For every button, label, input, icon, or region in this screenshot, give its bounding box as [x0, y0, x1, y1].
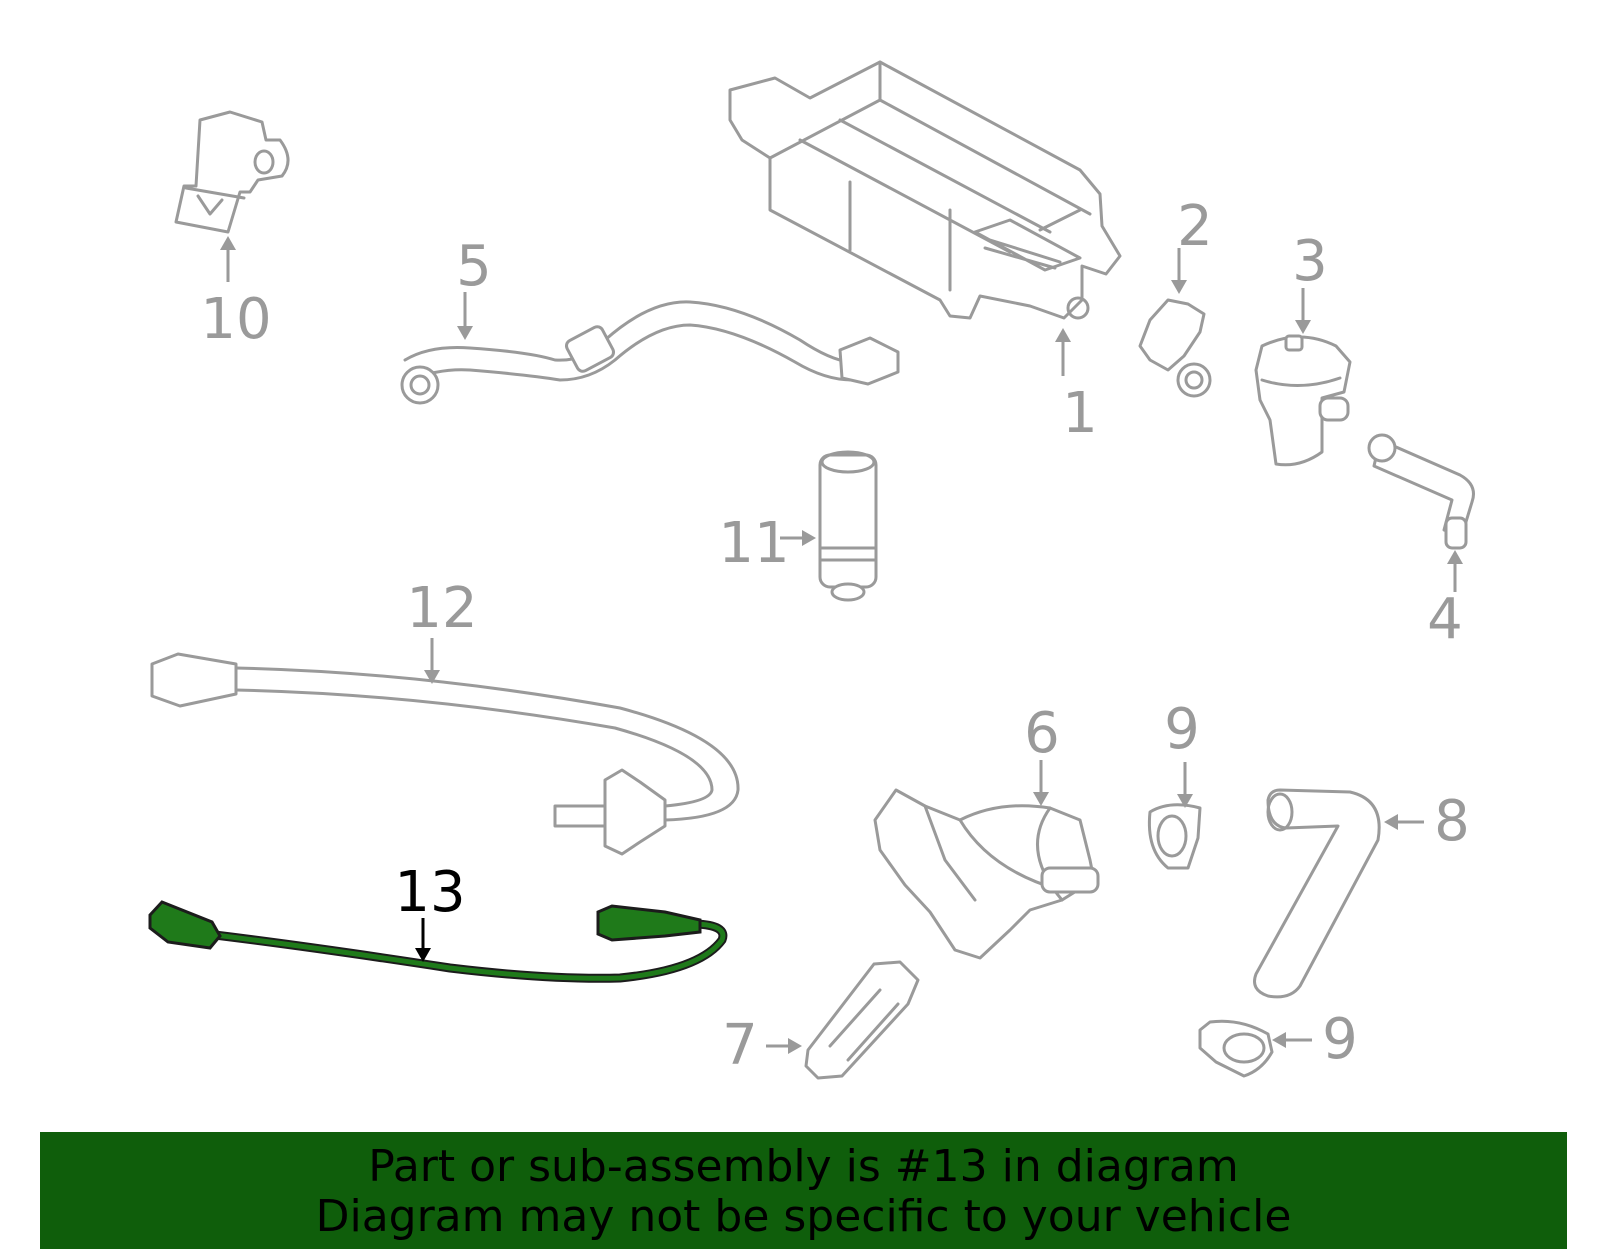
info-banner: Part or sub-assembly is #13 in diagram D…	[40, 1132, 1567, 1249]
callout-2: 2	[1177, 194, 1213, 259]
callout-4: 4	[1427, 587, 1463, 652]
part-7-bracket	[804, 960, 920, 1080]
part-1-canister	[728, 60, 1122, 320]
callout-8: 8	[1434, 789, 1470, 854]
part-5-hose	[400, 300, 900, 405]
part-9-clamp-lower	[1198, 1019, 1274, 1078]
part-2-valve	[1138, 298, 1212, 398]
callout-3: 3	[1292, 229, 1328, 294]
callout-9-upper: 9	[1164, 697, 1200, 762]
callout-6: 6	[1024, 701, 1060, 766]
callout-9-lower: 9	[1322, 1007, 1358, 1072]
banner-line-1: Part or sub-assembly is #13 in diagram	[368, 1141, 1239, 1192]
callout-12: 12	[406, 576, 477, 641]
part-4-elbow-hose	[1367, 433, 1475, 550]
callout-13: 13	[394, 860, 465, 925]
part-11-filter	[818, 450, 878, 602]
part-6-solenoid	[873, 788, 1100, 960]
part-12-oxygen-sensor	[150, 652, 740, 856]
part-9-clamp-upper	[1147, 803, 1202, 870]
part-13-oxygen-sensor	[148, 900, 728, 983]
callout-10: 10	[200, 287, 271, 352]
part-10-sensor	[174, 110, 290, 234]
banner-line-2: Diagram may not be specific to your vehi…	[315, 1191, 1292, 1242]
part-3-pump	[1254, 334, 1352, 467]
callout-7: 7	[722, 1013, 758, 1078]
part-8-hose	[1253, 788, 1381, 999]
callout-5: 5	[456, 234, 492, 299]
callout-1: 1	[1062, 381, 1098, 446]
callout-11: 11	[718, 511, 789, 576]
